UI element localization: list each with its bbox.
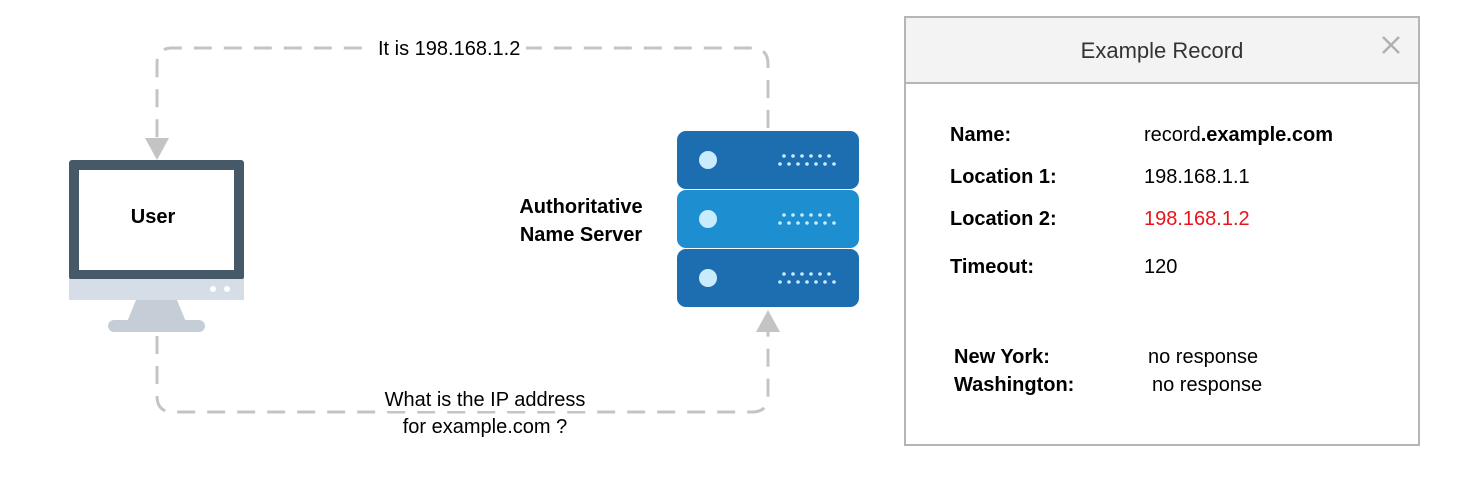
server-label-line1: Authoritative bbox=[519, 196, 643, 218]
response-label: It is 198.168.1.2 bbox=[372, 38, 527, 61]
record-key: Location 1: bbox=[950, 166, 1057, 188]
record-header: Example Record bbox=[906, 18, 1418, 84]
server-label-line2: Name Server bbox=[519, 224, 643, 246]
status-key: New York: bbox=[954, 346, 1050, 368]
record-value-domain: .example.com bbox=[1200, 124, 1333, 146]
server-label: Authoritative Name Server bbox=[480, 193, 682, 249]
monitor-icon bbox=[69, 160, 244, 332]
record-value-prefix: record bbox=[1144, 124, 1201, 146]
query-label-line1: What is the IP address bbox=[378, 389, 592, 411]
record-value: 120 bbox=[1144, 256, 1178, 278]
record-key: Name: bbox=[950, 124, 1012, 146]
record-value: 198.168.1.1 bbox=[1144, 166, 1250, 188]
response-arrowhead-icon bbox=[145, 138, 169, 160]
response-arrow-path bbox=[155, 46, 770, 138]
user-label: User bbox=[130, 206, 176, 228]
status-value: no response bbox=[1152, 374, 1263, 396]
record-title: Example Record bbox=[1080, 38, 1244, 63]
status-value: no response bbox=[1148, 346, 1259, 368]
record-value: record.example.com bbox=[1144, 124, 1333, 147]
query-label: What is the IP address for example.com ? bbox=[340, 387, 630, 441]
server-stack-icon bbox=[677, 131, 859, 307]
query-label-line2: for example.com ? bbox=[402, 416, 568, 438]
record-key: Timeout: bbox=[950, 256, 1035, 278]
query-arrowhead-icon bbox=[756, 310, 780, 332]
record-value-highlight: 198.168.1.2 bbox=[1144, 208, 1250, 230]
status-key: Washington: bbox=[954, 374, 1075, 396]
record-key: Location 2: bbox=[950, 208, 1057, 230]
query-arrow-path bbox=[155, 330, 770, 414]
record-panel: Example Record Name: record.example.com … bbox=[904, 16, 1420, 446]
close-icon[interactable] bbox=[1378, 32, 1404, 58]
